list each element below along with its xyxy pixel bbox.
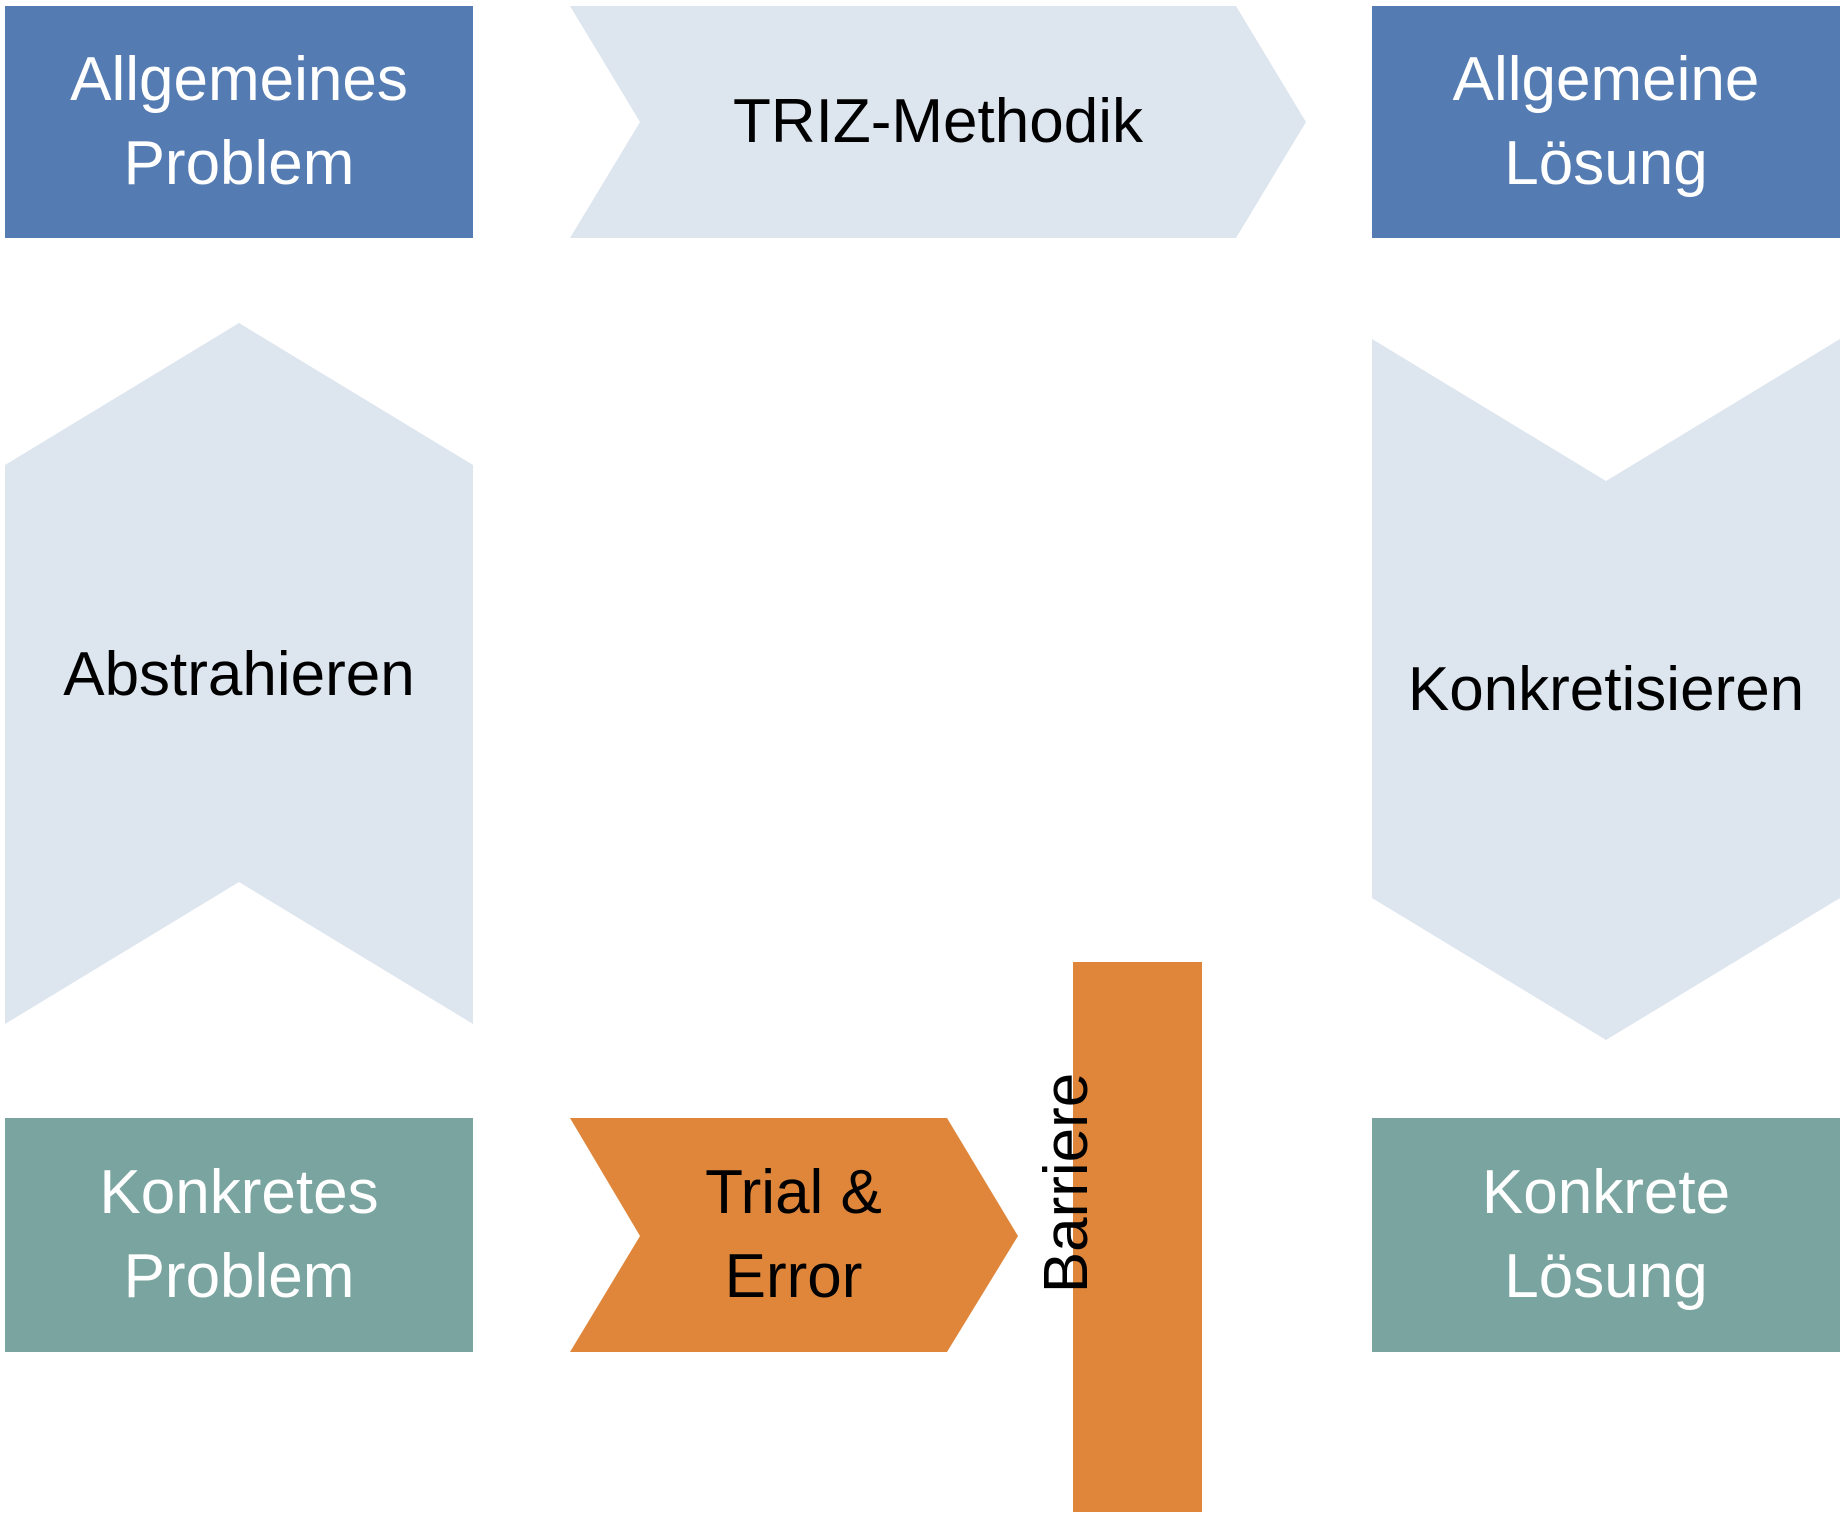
- barrier-bar: [1073, 962, 1202, 1512]
- barrier-label: Barriere: [1017, 1033, 1117, 1333]
- triz-methodik-text: TRIZ-Methodik: [733, 87, 1143, 156]
- allgemeine-loesung-line1: Allgemeine: [1452, 45, 1760, 114]
- abstrahieren-arrow-shape: [5, 323, 473, 1024]
- abstrahieren-label: Abstrahieren: [5, 590, 473, 760]
- triz-methodik-label: TRIZ-Methodik: [640, 6, 1236, 238]
- konkretes-problem-line1: Konkretes: [99, 1158, 379, 1227]
- konkrete-loesung-box: Konkrete Lösung: [1372, 1118, 1840, 1352]
- allgemeines-problem-box: Allgemeines Problem: [5, 6, 473, 238]
- abstrahieren-text: Abstrahieren: [63, 640, 415, 709]
- allgemeine-loesung-line2: Lösung: [1504, 129, 1708, 198]
- allgemeines-problem-line2: Problem: [123, 129, 355, 198]
- konkretisieren-arrow-shape: [1372, 339, 1840, 1040]
- allgemeine-loesung-box: Allgemeine Lösung: [1372, 6, 1840, 238]
- trial-error-line1: Trial &: [705, 1158, 882, 1227]
- allgemeines-problem-line1: Allgemeines: [70, 45, 408, 114]
- konkretisieren-text: Konkretisieren: [1407, 655, 1805, 724]
- trial-error-arrow-shape: [570, 1118, 1018, 1352]
- triz-methodik-arrow-shape: [570, 6, 1306, 238]
- konkrete-loesung-line2: Lösung: [1504, 1242, 1708, 1311]
- konkretes-problem-box: Konkretes Problem: [5, 1118, 473, 1352]
- trial-error-line2: Error: [724, 1242, 863, 1311]
- konkrete-loesung-line1: Konkrete: [1481, 1158, 1731, 1227]
- barrier-text: Barriere: [1032, 1072, 1101, 1294]
- konkretes-problem-line2: Problem: [123, 1242, 355, 1311]
- konkretisieren-label: Konkretisieren: [1372, 605, 1840, 775]
- trial-error-label: Trial & Error: [640, 1118, 947, 1352]
